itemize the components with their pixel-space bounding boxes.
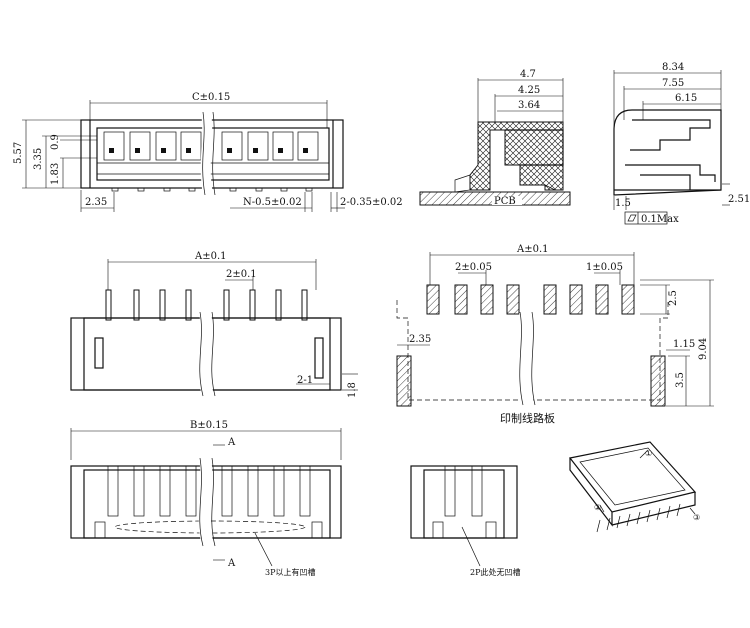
dim-115: 1.15 [673, 339, 695, 350]
pcb-pads [396, 284, 666, 407]
contact-pockets [103, 131, 319, 161]
bottom-view: B±0.15 A A 3P以上有凹槽 [70, 420, 342, 577]
dim-15: 1.5 [615, 198, 631, 209]
section-a-bottom: A [227, 558, 236, 569]
front-view: C±0.15 [13, 92, 403, 212]
top-pins [105, 289, 308, 321]
right-profile: 8.34 7.55 6.15 1.5 2.51 0.1Max [613, 62, 750, 225]
dim-h-355: 3.35 [33, 148, 44, 170]
dim-25: 2.5 [668, 290, 679, 306]
side-section: 4.7 4.25 3.64 PCB [419, 69, 571, 207]
dim-a-pcb: A±0.1 [516, 244, 549, 255]
note-2p: 2P此处无凹槽 [470, 567, 520, 577]
dim-251: 2.51 [728, 194, 750, 205]
callout-3: ③ [693, 513, 700, 522]
isometric-view: ① ② ③ [568, 441, 700, 533]
dim-h-557: 5.57 [13, 142, 24, 164]
two-pin-view: 2P此处无凹槽 [410, 465, 520, 577]
dim-n-pitch: N-0.5±0.02 [243, 197, 302, 208]
dim-b: B±0.15 [190, 420, 228, 431]
pcb-layout-view: A±0.1 2±0.05 1±0.05 2.5 2.35 [396, 244, 714, 425]
dim-h-183: 1.83 [50, 163, 61, 185]
dim-834: 8.34 [662, 62, 684, 73]
pcb-layout-caption: 印制线路板 [500, 411, 555, 425]
dim-c: C±0.15 [192, 92, 230, 103]
dim-a-top: A±0.1 [194, 251, 227, 262]
dim-2-1: 2-1 [297, 375, 313, 386]
dim-35: 3.5 [675, 372, 686, 388]
dim-18: 1.8 [347, 382, 358, 398]
dim-425: 4.25 [518, 85, 540, 96]
dim-755: 7.55 [662, 78, 684, 89]
dim-615: 6.15 [675, 93, 697, 104]
dim-1-005: 1±0.05 [586, 262, 623, 273]
dim-235: 2.35 [85, 197, 107, 208]
top-view: A±0.1 2±0.1 2-1 1.8 [70, 251, 358, 398]
dim-2-035: 2-0.35±0.02 [340, 197, 403, 208]
dim-47: 4.7 [520, 69, 536, 80]
dim-2-01: 2±0.1 [226, 269, 257, 280]
dim-904: 9.04 [698, 338, 709, 360]
dim-235b: 2.35 [409, 334, 431, 345]
dim-h-09: 0.9 [50, 134, 61, 150]
dim-364: 3.64 [518, 100, 540, 111]
section-a-top: A [227, 437, 236, 448]
note-3p: 3P以上有凹槽 [265, 567, 315, 577]
callout-2: ② [594, 503, 601, 512]
flatness-tolerance: 0.1Max [641, 214, 679, 225]
pcb-label: PCB [494, 196, 516, 207]
dim-2-005: 2±0.05 [455, 262, 492, 273]
callout-1: ① [645, 449, 652, 458]
